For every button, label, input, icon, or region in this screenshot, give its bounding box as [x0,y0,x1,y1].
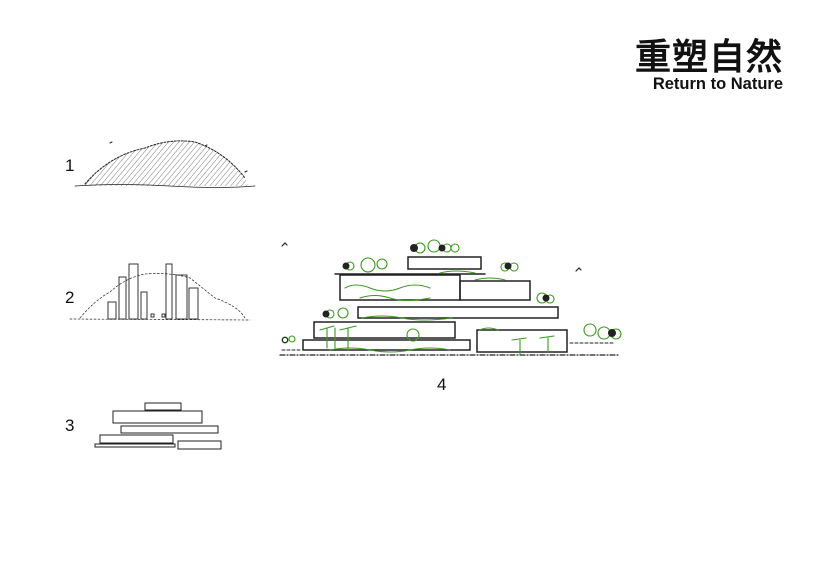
subtitle-english: Return to Nature [652,75,783,93]
sketch-2-label: 2 [65,288,75,307]
sketch-2-towers [69,263,251,321]
sketch-4-terraced-building [279,239,622,356]
sketch-3-label: 3 [65,416,75,435]
title-chinese: 重塑自然 [634,37,783,78]
sketch-4-label: 4 [437,375,447,394]
sketch-1-label: 1 [65,156,75,175]
sketch-1-hill [74,140,256,188]
sketch-3-slabs [94,402,222,450]
